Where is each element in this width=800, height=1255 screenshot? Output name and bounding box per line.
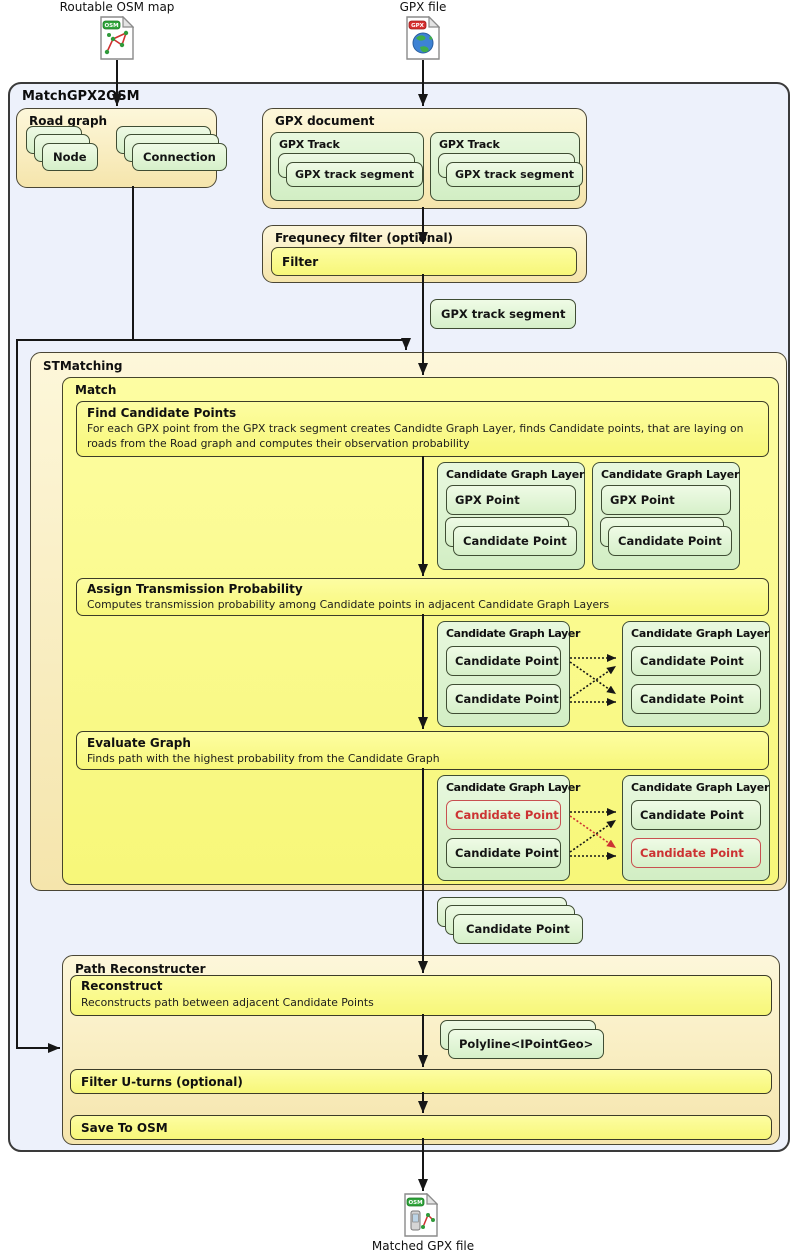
save-to-osm-step: Save To OSM bbox=[70, 1115, 772, 1140]
gpx-document-title: GPX document bbox=[275, 114, 375, 128]
connection-stack: Connection bbox=[116, 126, 227, 171]
road-graph-title: Road graph bbox=[29, 114, 108, 128]
evaluate-graph-body: Finds path with the highest probability … bbox=[87, 752, 440, 765]
gpx-badge bbox=[408, 20, 427, 30]
gpx-track-segment-flow-card: GPX track segment bbox=[430, 299, 577, 329]
osm-badge bbox=[102, 20, 121, 30]
candidate-point-card: Candidate Point bbox=[453, 526, 577, 556]
filter-uturns-label: Filter U-turns (optional) bbox=[81, 1074, 243, 1089]
connection-card: Connection bbox=[132, 143, 227, 171]
candidate-graph-layer-box: Candidate Graph Layer Candidate Point Ca… bbox=[437, 775, 580, 881]
frequency-filter-title: Frequnecy filter (optional) bbox=[275, 231, 454, 245]
gpx-track-segment-stack-1: GPX track segment bbox=[278, 153, 424, 187]
filter-uturns-step: Filter U-turns (optional) bbox=[70, 1069, 772, 1094]
gpx-track-title: GPX Track bbox=[279, 138, 340, 151]
gpx-point-card: GPX Point bbox=[446, 485, 576, 515]
candidate-point-card: Candidate Point bbox=[608, 526, 732, 556]
network-graph-glyph bbox=[104, 30, 129, 55]
gpx-track-segment-card: GPX track segment bbox=[446, 162, 584, 187]
gpx-track-segment-card: GPX track segment bbox=[286, 162, 424, 187]
candidate-graph-layer-title: Candidate Graph Layer bbox=[446, 781, 580, 794]
candidate-point-card-rejected: Candidate Point bbox=[631, 838, 761, 868]
candidate-graph-layer-title: Candidate Graph Layer bbox=[601, 468, 740, 481]
candidate-point-card: Candidate Point bbox=[446, 838, 561, 868]
frequency-filter-box: Frequnecy filter (optional) Filter bbox=[262, 225, 587, 283]
assign-transmission-body: Computes transmission probability among … bbox=[87, 598, 610, 611]
candidate-point-stack: Candidate Point bbox=[445, 517, 577, 556]
filter-label: Filter bbox=[282, 254, 319, 269]
candidate-graph-layer-title: Candidate Graph Layer bbox=[631, 627, 770, 640]
gpx-track-title: GPX Track bbox=[439, 138, 500, 151]
candidate-graph-layer-title: Candidate Graph Layer bbox=[446, 627, 580, 640]
globe-glyph bbox=[412, 32, 434, 54]
evaluate-graph-step: Evaluate Graph Finds path with the highe… bbox=[76, 731, 769, 770]
candidate-point-card: Candidate Point bbox=[446, 646, 561, 676]
svg-text:GPX: GPX bbox=[411, 23, 425, 29]
matchgpx2osm-title: MatchGPX2OSM bbox=[22, 89, 140, 104]
polyline-card: Polyline<IPointGeo> bbox=[448, 1029, 605, 1059]
candidate-point-card: Candidate Point bbox=[631, 684, 761, 714]
svg-text:OSM: OSM bbox=[104, 23, 118, 29]
match-title: Match bbox=[75, 383, 117, 397]
candidate-graph-layer-box: Candidate Graph Layer Candidate Point Ca… bbox=[437, 621, 580, 727]
find-candidate-points-body: For each GPX point from the GPX track se… bbox=[87, 422, 744, 451]
gpx-point-card: GPX Point bbox=[601, 485, 731, 515]
path-reconstructer-title: Path Reconstructer bbox=[75, 962, 206, 976]
gpx-file-icon: GPX bbox=[406, 16, 440, 60]
find-candidate-points-title: Find Candidate Points bbox=[87, 406, 237, 420]
gps-device-glyph bbox=[410, 1210, 435, 1231]
polyline-stack: Polyline<IPointGeo> bbox=[440, 1020, 605, 1059]
candidate-point-flow-stack: Candidate Point bbox=[437, 897, 583, 944]
candidate-point-card: Candidate Point bbox=[631, 800, 761, 830]
matched-gpx-file-label: Matched GPX file bbox=[371, 1239, 475, 1253]
reconstruct-step: Reconstruct Reconstructs path between ad… bbox=[70, 975, 772, 1016]
stmatching-title: STMatching bbox=[43, 359, 123, 373]
routable-osm-map-label: Routable OSM map bbox=[59, 0, 175, 14]
candidate-graph-layer-title: Candidate Graph Layer bbox=[446, 468, 585, 481]
reconstruct-body: Reconstructs path between adjacent Candi… bbox=[81, 996, 374, 1009]
evaluate-graph-title: Evaluate Graph bbox=[87, 736, 191, 750]
candidate-point-card-rejected: Candidate Point bbox=[446, 800, 561, 830]
filter-step: Filter bbox=[271, 247, 577, 276]
find-candidate-points-step: Find Candidate Points For each GPX point… bbox=[76, 401, 769, 457]
reconstruct-title: Reconstruct bbox=[81, 979, 163, 993]
svg-text:OSM: OSM bbox=[408, 1200, 422, 1206]
candidate-graph-layer-box: Candidate Graph Layer Candidate Point Ca… bbox=[622, 775, 770, 881]
candidate-point-card: Candidate Point bbox=[446, 684, 561, 714]
node-card: Node bbox=[42, 143, 98, 171]
gpx-track-segment-stack-2: GPX track segment bbox=[438, 153, 584, 187]
candidate-graph-layer-box: Candidate Graph Layer Candidate Point Ca… bbox=[622, 621, 770, 727]
osm-file-icon: OSM bbox=[100, 16, 134, 60]
candidate-graph-layer-title: Candidate Graph Layer bbox=[631, 781, 770, 794]
gpx-file-label: GPX file bbox=[399, 0, 447, 14]
candidate-point-card: Candidate Point bbox=[453, 914, 583, 944]
candidate-point-stack: Candidate Point bbox=[600, 517, 732, 556]
osm-badge bbox=[406, 1197, 425, 1207]
candidate-point-card: Candidate Point bbox=[631, 646, 761, 676]
node-stack: Node bbox=[26, 126, 98, 171]
assign-transmission-step: Assign Transmission Probability Computes… bbox=[76, 578, 769, 616]
matched-gpx-file-icon: OSM bbox=[404, 1193, 438, 1237]
assign-transmission-title: Assign Transmission Probability bbox=[87, 582, 303, 596]
save-to-osm-label: Save To OSM bbox=[81, 1120, 168, 1135]
